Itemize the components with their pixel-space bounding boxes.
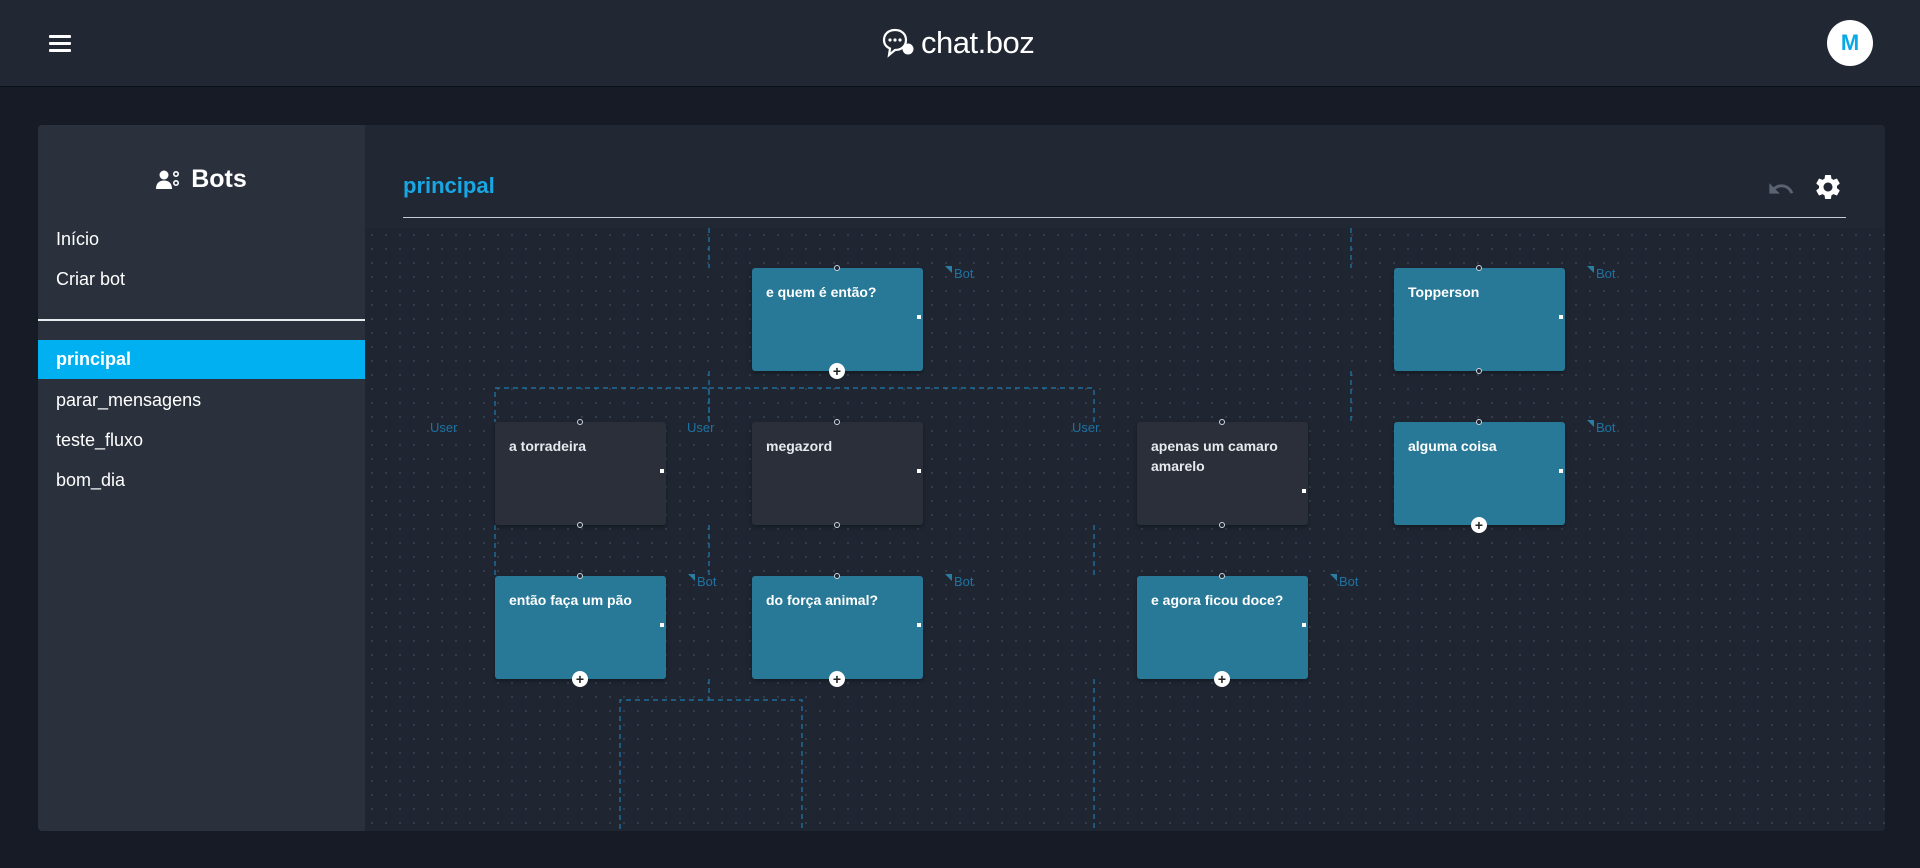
node-type-label: User xyxy=(1072,420,1100,435)
node-text: Topperson xyxy=(1408,284,1480,300)
workspace-card: Bots Início Criar bot principal parar_me… xyxy=(38,125,1885,831)
output-port[interactable] xyxy=(1302,489,1306,493)
sidebar-link-inicio[interactable]: Início xyxy=(56,229,100,249)
flow-node-bot[interactable]: alguma coisa xyxy=(1394,422,1565,525)
sidebar-item-parar-mensagens[interactable]: parar_mensagens xyxy=(56,390,202,410)
node-text: apenas um camaro amarelo xyxy=(1151,438,1278,474)
node-type-label: User xyxy=(687,420,715,435)
output-port[interactable] xyxy=(917,315,921,319)
bots-users-icon xyxy=(156,170,180,189)
flow-canvas[interactable]: e quem é então? Bot + Topperson Bot a to… xyxy=(365,228,1885,831)
flow-node-bot[interactable]: do força animal? xyxy=(752,576,923,679)
node-text: alguma coisa xyxy=(1408,438,1497,454)
node-type-label: User xyxy=(430,420,458,435)
flow-node-bot[interactable]: Topperson xyxy=(1394,268,1565,371)
brand-logo[interactable]: chat.boz xyxy=(881,25,1035,61)
flow-node-bot[interactable]: e agora ficou doce? xyxy=(1137,576,1308,679)
sidebar-title: Bots xyxy=(191,165,247,193)
undo-icon[interactable] xyxy=(1767,175,1795,203)
hamburger-menu-icon[interactable] xyxy=(49,35,71,52)
title-divider xyxy=(403,217,1846,218)
input-port[interactable] xyxy=(1219,419,1225,425)
flow-node-user[interactable]: apenas um camaro amarelo xyxy=(1137,422,1308,525)
output-port[interactable] xyxy=(1302,623,1306,627)
input-port[interactable] xyxy=(1476,419,1482,425)
flow-node-bot[interactable]: e quem é então? xyxy=(752,268,923,371)
flow-node-user[interactable]: a torradeira xyxy=(495,422,666,525)
input-port[interactable] xyxy=(834,265,840,271)
node-type-label: Bot xyxy=(945,574,974,589)
sidebar-item-teste-fluxo[interactable]: teste_fluxo xyxy=(56,430,144,450)
node-text: e quem é então? xyxy=(766,284,877,300)
sidebar-header: Bots xyxy=(38,165,365,194)
node-text: e agora ficou doce? xyxy=(1151,592,1284,608)
node-text: do força animal? xyxy=(766,592,879,608)
gear-icon[interactable] xyxy=(1813,172,1843,202)
output-port[interactable] xyxy=(917,469,921,473)
main-panel: principal xyxy=(365,125,1885,831)
add-child-button[interactable]: + xyxy=(829,671,845,687)
flow-node-bot[interactable]: então faça um pão xyxy=(495,576,666,679)
sidebar-link-criar-bot[interactable]: Criar bot xyxy=(56,269,126,289)
node-type-label: Bot xyxy=(1587,266,1616,281)
add-child-button[interactable]: + xyxy=(1471,517,1487,533)
sidebar: Bots Início Criar bot principal parar_me… xyxy=(38,125,365,831)
flow-connections xyxy=(494,228,1352,831)
node-type-label: Bot xyxy=(1587,420,1616,435)
sidebar-divider xyxy=(38,319,365,321)
output-port[interactable] xyxy=(917,623,921,627)
add-child-button[interactable]: + xyxy=(1214,671,1230,687)
input-port[interactable] xyxy=(577,573,583,579)
sidebar-item-bom-dia[interactable]: bom_dia xyxy=(56,470,126,490)
output-port[interactable] xyxy=(660,469,664,473)
output-port-bottom[interactable] xyxy=(1219,522,1225,528)
output-port-bottom[interactable] xyxy=(1476,368,1482,374)
input-port[interactable] xyxy=(577,419,583,425)
brand-name: chat.boz xyxy=(921,25,1035,60)
input-port[interactable] xyxy=(1219,573,1225,579)
node-type-label: Bot xyxy=(1330,574,1359,589)
output-port[interactable] xyxy=(660,623,664,627)
input-port[interactable] xyxy=(1476,265,1482,271)
node-text: a torradeira xyxy=(509,438,587,454)
node-type-label: Bot xyxy=(945,266,974,281)
output-port-bottom[interactable] xyxy=(577,522,583,528)
add-child-button[interactable]: + xyxy=(829,363,845,379)
sidebar-item-principal[interactable]: principal xyxy=(38,340,365,379)
input-port[interactable] xyxy=(834,419,840,425)
add-child-button[interactable]: + xyxy=(572,671,588,687)
output-port[interactable] xyxy=(1559,469,1563,473)
top-bar: chat.boz M xyxy=(0,0,1920,87)
user-avatar[interactable]: M xyxy=(1827,20,1873,66)
flow-node-user[interactable]: megazord xyxy=(752,422,923,525)
node-text: então faça um pão xyxy=(509,592,632,608)
chat-bubble-logo-icon xyxy=(882,28,914,58)
node-text: megazord xyxy=(766,438,833,454)
input-port[interactable] xyxy=(834,573,840,579)
output-port-bottom[interactable] xyxy=(834,522,840,528)
page-title: principal xyxy=(403,173,495,198)
node-type-label: Bot xyxy=(688,574,717,589)
output-port[interactable] xyxy=(1559,315,1563,319)
